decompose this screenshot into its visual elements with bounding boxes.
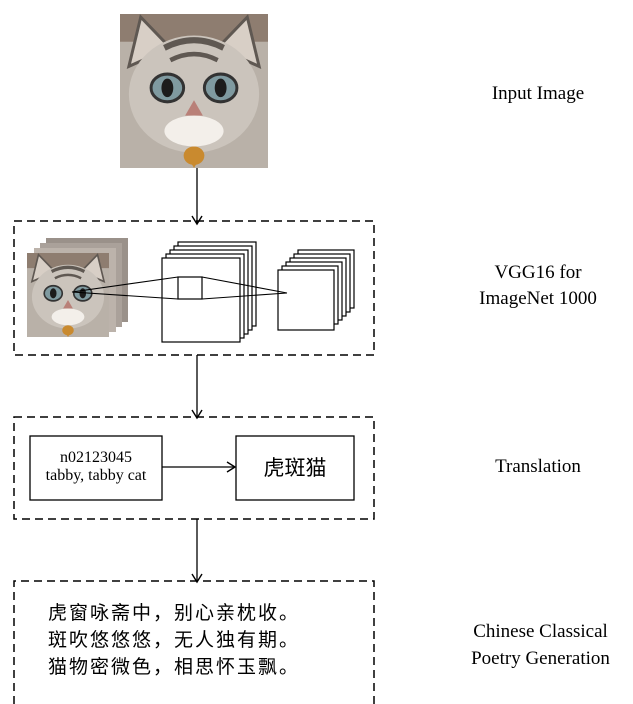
chinese-label-box xyxy=(235,435,355,501)
input-cat-image xyxy=(120,14,268,168)
poetry-stage-box xyxy=(13,580,375,704)
stage-label-translation: Translation xyxy=(495,456,581,477)
translation-stage-box xyxy=(13,416,375,520)
receptive-field-box xyxy=(177,276,203,300)
poem-line-1: 虎窗咏斋中，别心亲枕收。 xyxy=(48,602,301,624)
vgg-input-stack xyxy=(27,238,128,337)
poem-line-2: 斑吹悠悠悠，无人独有期。 xyxy=(48,629,301,651)
feature-map-stack-2 xyxy=(277,249,355,331)
feature-map-stack-1 xyxy=(161,241,257,343)
poem-line-3: 猫物密微色，相思怀玉飘。 xyxy=(48,656,301,678)
stage-label-vgg-line2: ImageNet 1000 xyxy=(479,288,597,309)
chinese-class-text: 虎斑猫 xyxy=(263,456,327,480)
stage-label-poetry-line2: Poetry Generation xyxy=(471,648,610,669)
stage-label-input-image: Input Image xyxy=(491,83,585,104)
class-name-text: tabby, tabby cat xyxy=(45,467,147,484)
class-id-text: n02123045 xyxy=(60,449,132,466)
class-id-box xyxy=(29,435,163,501)
stage-label-vgg-line1: VGG16 for xyxy=(494,262,582,283)
stage-label-poetry-line1: Chinese Classical xyxy=(473,621,608,642)
